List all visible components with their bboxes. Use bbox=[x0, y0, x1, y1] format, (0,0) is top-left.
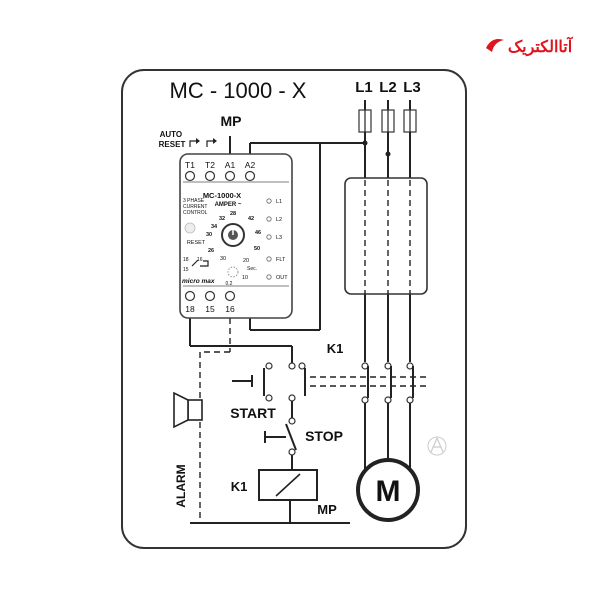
relay-side-2: CURRENT bbox=[183, 204, 207, 210]
dial-value: 50 bbox=[254, 246, 260, 252]
brand-logo-text: آتاالکتریک bbox=[508, 35, 574, 57]
reset-button[interactable] bbox=[184, 222, 196, 234]
motor-label: M bbox=[376, 475, 401, 508]
delay-value: 30 bbox=[220, 256, 226, 262]
relay-side-1: 3 PHASE bbox=[183, 198, 205, 204]
relay-top-terminal-label: A2 bbox=[245, 160, 256, 170]
start-label: START bbox=[230, 405, 276, 421]
main-contacts-k1 bbox=[310, 362, 430, 470]
auto-reset-arrow-icon bbox=[189, 140, 196, 147]
dial-value: 28 bbox=[230, 211, 236, 217]
led-label: OUT bbox=[276, 275, 288, 281]
line-label-l2: L2 bbox=[379, 79, 397, 96]
ct-dashes bbox=[364, 180, 411, 294]
relay-top-terminal bbox=[244, 170, 256, 182]
alarm-label: ALARM bbox=[174, 464, 188, 507]
led-indicator bbox=[266, 234, 272, 240]
led-label: L1 bbox=[276, 199, 282, 205]
mp-bottom-label: MP bbox=[317, 502, 337, 517]
stop-label: STOP bbox=[305, 428, 343, 444]
relay-side-3: CONTROL bbox=[183, 210, 208, 216]
diagram-title: MC - 1000 - X bbox=[170, 78, 307, 103]
contact-symbol-icon bbox=[191, 259, 209, 267]
relay-top-terminal-label: A1 bbox=[225, 160, 236, 170]
auto-reset-line1: AUTO bbox=[160, 130, 183, 139]
sec-label: Sec. bbox=[247, 266, 257, 272]
delay-value: 0.2 bbox=[226, 281, 233, 287]
dial-value: 26 bbox=[208, 248, 214, 254]
line-label-l1: L1 bbox=[355, 79, 373, 96]
watermark-logo bbox=[427, 436, 447, 456]
relay-top-terminal-label: T1 bbox=[185, 160, 195, 170]
dial-value: 30 bbox=[206, 232, 212, 238]
coil-symbol-icon bbox=[275, 473, 301, 497]
mp-top-label: MP bbox=[221, 113, 242, 129]
dial-value: 32 bbox=[219, 216, 225, 222]
led-label: FLT bbox=[276, 257, 286, 263]
brand-logo: آتاالکتریک bbox=[486, 35, 574, 57]
led-label: L2 bbox=[276, 217, 282, 223]
relay-brand-name: micro max bbox=[182, 278, 215, 285]
control-wires bbox=[189, 136, 365, 524]
auto-reset-label: AUTO RESET bbox=[159, 130, 186, 149]
relay-bottom-terminal-label: 18 bbox=[185, 304, 195, 314]
led-indicator bbox=[266, 256, 272, 262]
relay-top-terminal bbox=[204, 170, 216, 182]
alarm-horn-icon bbox=[173, 391, 203, 429]
led-indicator bbox=[266, 274, 272, 280]
k1-contactor-label: K1 bbox=[327, 341, 344, 356]
led-label: L3 bbox=[276, 235, 282, 241]
dial-value: 42 bbox=[248, 216, 254, 222]
stop-button[interactable] bbox=[264, 417, 297, 470]
supply-lines bbox=[358, 100, 417, 362]
line-label-l3: L3 bbox=[403, 79, 421, 96]
contact-label: 18 bbox=[183, 257, 189, 263]
relay-model: MC-1000-X bbox=[203, 191, 241, 200]
relay-mc1000x: T1 T2 A1 A2 MC-1000-X AMPER ~ 3 PHASE CURRE… bbox=[179, 153, 293, 319]
delay-dial[interactable] bbox=[227, 266, 239, 278]
relay-top-terminal bbox=[184, 170, 196, 182]
delay-value: 20 bbox=[243, 258, 249, 264]
relay-bottom-terminal bbox=[184, 290, 196, 302]
motor-symbol: M bbox=[356, 458, 420, 522]
relay-bottom-terminal bbox=[204, 290, 216, 302]
relay-bottom-terminal-label: 15 bbox=[205, 304, 215, 314]
dial-value: 34 bbox=[211, 224, 218, 230]
auto-reset-line2: RESET bbox=[159, 140, 186, 149]
delay-value: 10 bbox=[242, 275, 248, 281]
start-button[interactable] bbox=[232, 362, 306, 418]
relay-top-terminal-label: T2 bbox=[205, 160, 215, 170]
contact-label: 15 bbox=[183, 267, 189, 273]
led-indicator bbox=[266, 198, 272, 204]
relay-amper-label: AMPER ~ bbox=[215, 202, 242, 208]
relay-bottom-terminal bbox=[224, 290, 236, 302]
dial-value: 46 bbox=[255, 230, 261, 236]
relay-bottom-terminal-label: 16 bbox=[225, 304, 235, 314]
relay-top-terminal bbox=[224, 170, 236, 182]
contact-label: 16 bbox=[197, 257, 203, 263]
led-indicator bbox=[266, 216, 272, 222]
current-transformer-block bbox=[344, 177, 428, 295]
reset-label: RESET bbox=[187, 240, 206, 246]
k1-coil-label: K1 bbox=[231, 479, 248, 494]
